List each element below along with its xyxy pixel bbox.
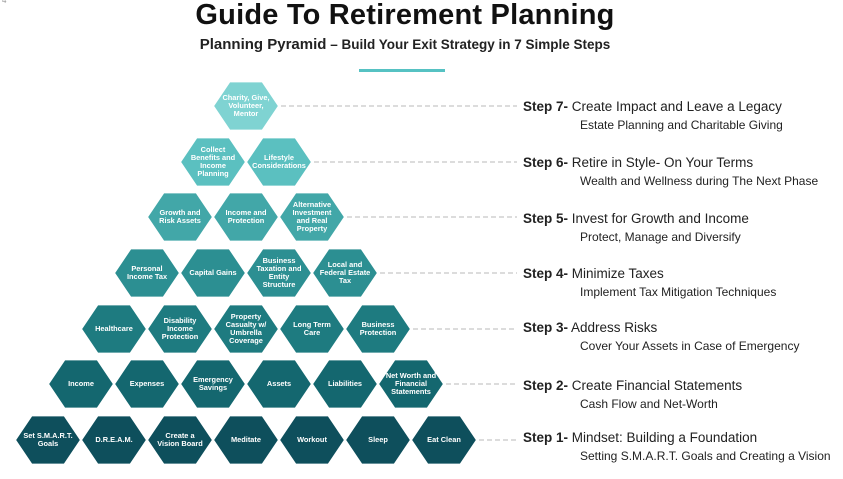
step-title: Step 7- Create Impact and Leave a Legacy	[523, 99, 782, 114]
hexagon-step-2-6	[376, 358, 446, 410]
step-number: Step 3-	[523, 320, 569, 335]
hexagon-step-2-5	[310, 358, 380, 410]
hexagon-step-7-1	[211, 80, 281, 132]
step-title: Step 2- Create Financial Statements	[523, 378, 742, 393]
hexagon-step-1-6	[343, 414, 413, 466]
hexagon-step-1-2	[79, 414, 149, 466]
hexagon-step-2-2	[112, 358, 182, 410]
title-underline	[359, 69, 445, 72]
step-number: Step 5-	[523, 211, 569, 226]
step-description: Cover Your Assets in Case of Emergency	[580, 339, 800, 353]
hexagon-step-3-1	[79, 303, 149, 355]
step-heading: Address Risks	[568, 320, 658, 335]
step-heading: Create Impact and Leave a Legacy	[568, 99, 782, 114]
hexagon-step-1-4	[211, 414, 281, 466]
hexagon-step-1-7	[409, 414, 479, 466]
hexagon-step-1-3	[145, 414, 215, 466]
step-number: Step 2-	[523, 378, 569, 393]
step-heading: Minimize Taxes	[568, 266, 664, 281]
hexagon-step-6-2	[244, 136, 314, 188]
subtitle-rest: – Build Your Exit Strategy in 7 Simple S…	[326, 37, 611, 52]
hexagon-step-2-3	[178, 358, 248, 410]
step-title: Step 3- Address Risks	[523, 320, 657, 335]
page-subtitle: Planning Pyramid – Build Your Exit Strat…	[0, 36, 810, 53]
step-heading: Retire in Style- On Your Terms	[568, 155, 754, 170]
hexagon-step-4-4	[310, 247, 380, 299]
step-description: Protect, Manage and Diversify	[580, 230, 741, 244]
hexagon-step-1-5	[277, 414, 347, 466]
step-number: Step 1-	[523, 430, 569, 445]
hexagon-step-3-5	[343, 303, 413, 355]
step-description: Estate Planning and Charitable Giving	[580, 118, 783, 132]
hexagon-step-3-3	[211, 303, 281, 355]
step-description: Cash Flow and Net-Worth	[580, 397, 718, 411]
hexagon-step-5-2	[211, 191, 281, 243]
subtitle-bold: Planning Pyramid	[199, 36, 327, 53]
page-title: Guide To Retirement Planning	[195, 0, 615, 31]
hexagon-step-5-3	[277, 191, 347, 243]
hexagon-step-4-2	[178, 247, 248, 299]
step-description: Setting S.M.A.R.T. Goals and Creating a …	[580, 449, 831, 463]
hexagon-step-3-2	[145, 303, 215, 355]
hexagon-step-4-1	[112, 247, 182, 299]
step-number: Step 6-	[523, 155, 569, 170]
hexagon-step-2-1	[46, 358, 116, 410]
hexagon-step-3-4	[277, 303, 347, 355]
step-number: Step 4-	[523, 266, 569, 281]
hexagon-step-4-3	[244, 247, 314, 299]
step-title: Step 1- Mindset: Building a Foundation	[523, 430, 757, 445]
step-title: Step 4- Minimize Taxes	[523, 266, 664, 281]
step-description: Wealth and Wellness during The Next Phas…	[580, 174, 819, 188]
step-heading: Invest for Growth and Income	[568, 211, 749, 226]
step-heading: Create Financial Statements	[568, 378, 743, 393]
step-number: Step 7-	[523, 99, 569, 114]
step-title: Step 6- Retire in Style- On Your Terms	[523, 155, 753, 170]
slide-number: 4	[2, 0, 7, 5]
hexagon-step-6-1	[178, 136, 248, 188]
step-title: Step 5- Invest for Growth and Income	[523, 211, 749, 226]
hexagon-step-2-4	[244, 358, 314, 410]
step-heading: Mindset: Building a Foundation	[568, 430, 758, 445]
hexagon-step-5-1	[145, 191, 215, 243]
step-description: Implement Tax Mitigation Techniques	[580, 285, 777, 299]
hexagon-step-1-1	[13, 414, 83, 466]
